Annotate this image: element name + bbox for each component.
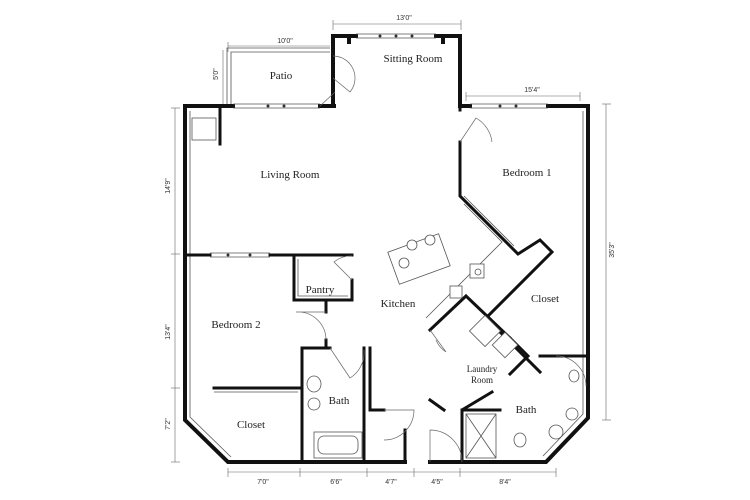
- fixtures: [306, 203, 580, 459]
- pantry-label: Pantry: [306, 284, 335, 296]
- dim-patio-width: 10'0": [277, 38, 293, 45]
- dim-bottom-4: 4'5": [431, 479, 443, 486]
- dim-bottom-2: 6'6": [330, 479, 342, 486]
- bath-2-label: Bath: [516, 404, 537, 416]
- kitchen-label: Kitchen: [381, 298, 416, 310]
- dim-left-lower: 7'2": [165, 418, 172, 430]
- dim-bottom-1: 7'0": [257, 479, 269, 486]
- dim-sitting-width: 13'0": [396, 15, 412, 22]
- dim-bedroom1-width: 15'4": [524, 87, 540, 94]
- closet-2-label: Closet: [237, 419, 265, 431]
- dim-right-total: 35'3": [609, 242, 616, 258]
- closet-1-label: Closet: [531, 293, 559, 305]
- dim-left-upper: 14'9": [165, 178, 172, 194]
- bedroom-1-label: Bedroom 1: [502, 167, 551, 179]
- bath-1-label: Bath: [329, 395, 350, 407]
- dim-patio-depth: 5'0": [213, 68, 220, 80]
- dim-bottom-5: 8'4": [499, 479, 511, 486]
- patio-label: Patio: [270, 70, 293, 82]
- living-room-label: Living Room: [261, 169, 320, 181]
- sitting-room-label: Sitting Room: [384, 53, 443, 65]
- laundry-label-line1: Laundry: [467, 364, 498, 374]
- dim-bottom-3: 4'7": [385, 479, 397, 486]
- laundry-label-line2: Room: [471, 375, 493, 385]
- exterior-walls: [183, 34, 590, 464]
- bedroom-2-label: Bedroom 2: [211, 319, 260, 331]
- dim-left-mid: 13'4": [165, 324, 172, 340]
- dimension-lines: [171, 20, 611, 477]
- doors: [295, 55, 587, 463]
- windows: [233, 33, 548, 109]
